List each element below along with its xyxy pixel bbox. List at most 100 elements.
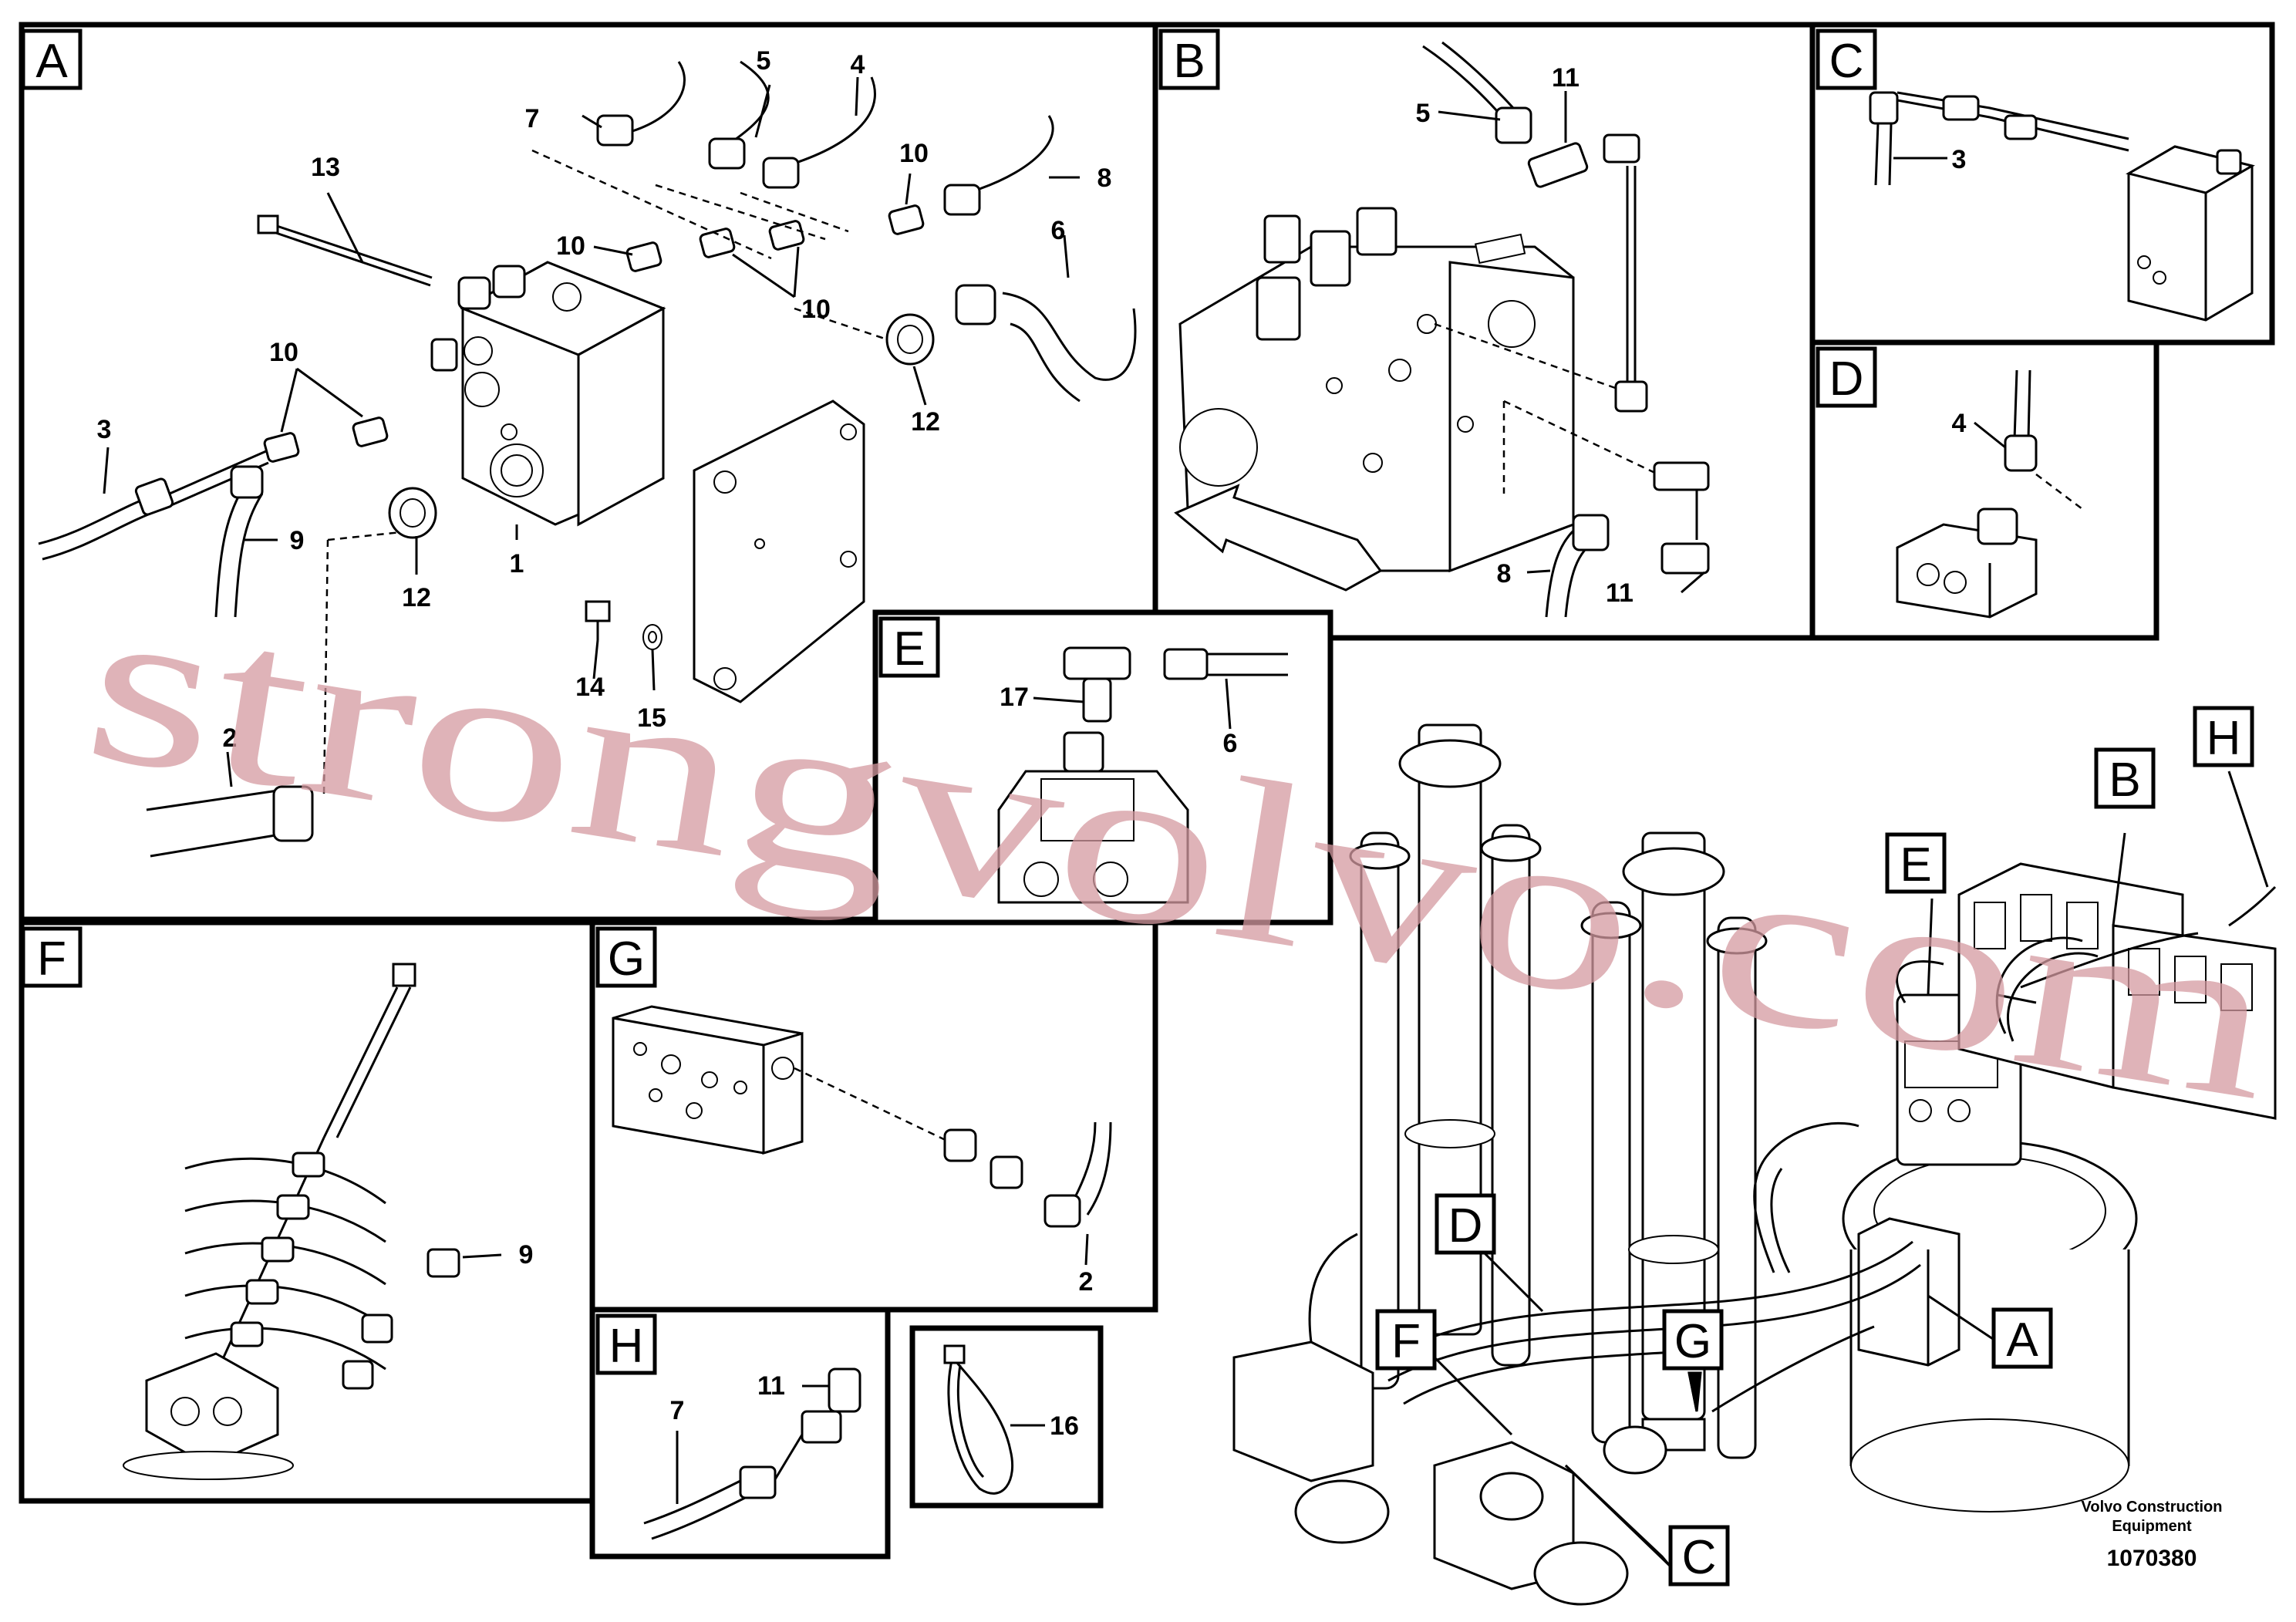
- long-bolt-part-13: [257, 214, 433, 287]
- callout-11: 11: [1552, 63, 1580, 93]
- tee-fitting-part-11: [1653, 461, 1710, 575]
- svg-text:B: B: [1173, 35, 1205, 88]
- panel-b-drawing: [1174, 41, 1710, 618]
- direction-arrow: [1174, 484, 1383, 592]
- callout-6: 6: [1051, 216, 1066, 245]
- callout-16: 16: [1050, 1411, 1079, 1441]
- callout-10: 10: [899, 139, 929, 168]
- callout-15: 15: [637, 703, 666, 733]
- valve-block-part-1: [430, 261, 666, 527]
- callout-10: 10: [556, 231, 585, 261]
- callout-2: 2: [1079, 1267, 1094, 1297]
- hose-part-8: [1545, 514, 1610, 618]
- hose-part-2: [146, 785, 314, 858]
- overview-label-f: F: [1375, 1309, 1437, 1371]
- undercarriage: [1232, 1340, 1667, 1606]
- panel-e-drawing: [997, 646, 1288, 904]
- panel-c-drawing: [1869, 91, 2255, 322]
- control-valve-body: [1178, 207, 1575, 573]
- callout-8: 8: [1097, 164, 1112, 193]
- callout-12: 12: [911, 407, 940, 437]
- screw-part-14: [585, 600, 611, 640]
- svg-text:H: H: [609, 1320, 644, 1373]
- svg-text:C: C: [1682, 1531, 1717, 1584]
- panel-c-label: C: [1816, 29, 1877, 90]
- hose-part-7: [596, 61, 686, 147]
- svg-text:G: G: [608, 932, 645, 986]
- svg-text:A: A: [2006, 1313, 2038, 1367]
- panel-f-label: F: [21, 926, 83, 988]
- panel-g-label: G: [595, 926, 657, 988]
- tee-fitting-part-11: [801, 1367, 861, 1444]
- hose-part-5: [708, 60, 770, 170]
- mounting-plate: [693, 400, 865, 703]
- hose-part-9: [214, 465, 264, 618]
- hose-part-3: [1869, 91, 2129, 186]
- overview-machine-drawing: [1232, 723, 2277, 1606]
- callout-12: 12: [402, 583, 431, 612]
- hose-part-6: [955, 284, 1137, 403]
- hose-part-7: [643, 1434, 804, 1540]
- callout-5: 5: [1416, 99, 1431, 128]
- drawing-number: 1070380: [2107, 1546, 2197, 1571]
- document-caption: Volvo Construction Equipment 1070380: [2082, 1499, 2223, 1571]
- hose-part-4: [762, 76, 876, 189]
- panel-d-label: D: [1816, 346, 1877, 408]
- svg-text:H: H: [2207, 712, 2241, 765]
- callout-11: 11: [1606, 578, 1633, 608]
- svg-text:E: E: [1900, 838, 1931, 892]
- callout-3: 3: [97, 415, 112, 444]
- callout-5: 5: [757, 46, 771, 76]
- panel-g-drawing: [612, 1005, 1112, 1266]
- overview-label-g: G: [1662, 1309, 1724, 1371]
- panel-h-drawing: [643, 1367, 861, 1540]
- overview-label-b: B: [2094, 747, 2156, 809]
- svg-text:F: F: [37, 932, 66, 986]
- hose-part-8: [943, 115, 1054, 216]
- callout-6: 6: [1223, 729, 1238, 758]
- callout-3: 3: [1952, 145, 1967, 174]
- svg-text:B: B: [2109, 754, 2140, 807]
- adapter-part-12: [388, 313, 935, 539]
- panel-a-drawing: [38, 60, 1137, 858]
- caption-line-1: Volvo Construction: [2082, 1499, 2223, 1516]
- connector-block: [1896, 508, 2038, 619]
- cable-tie-part-16: [943, 1344, 1045, 1495]
- boom-cylinders: [1349, 723, 1768, 1459]
- svg-text:C: C: [1829, 35, 1864, 88]
- svg-text:F: F: [1391, 1315, 1421, 1368]
- overview-label-h: H: [2193, 706, 2254, 767]
- callout-10: 10: [269, 338, 298, 367]
- svg-text:G: G: [1674, 1315, 1711, 1368]
- callout-9: 9: [290, 526, 305, 555]
- overview-block-a: [1857, 1217, 1961, 1367]
- block-valve: [2126, 145, 2255, 322]
- panel-h-label: H: [595, 1313, 657, 1375]
- callout-4: 4: [851, 50, 865, 79]
- manifold-block: [612, 1005, 804, 1155]
- svg-text:D: D: [1448, 1199, 1483, 1253]
- callout-4: 4: [1952, 409, 1967, 438]
- callout-13: 13: [311, 153, 340, 182]
- hose-part-2: [1043, 1121, 1112, 1228]
- hose-part-3: [38, 450, 269, 561]
- callout-2: 2: [223, 723, 238, 753]
- callout-1: 1: [510, 549, 524, 578]
- tee-fitting-part-17: [1063, 646, 1131, 723]
- overview-label-d: D: [1435, 1193, 1496, 1255]
- callout-8: 8: [1497, 559, 1512, 588]
- panel-b-label: B: [1158, 29, 1220, 90]
- callout-9: 9: [519, 1240, 534, 1270]
- callout-7: 7: [525, 104, 540, 133]
- caption-line-2: Equipment: [2112, 1518, 2192, 1535]
- control-valve-cluster: [1957, 862, 2277, 1120]
- tee-fitting-part-11: [1527, 133, 1648, 413]
- callout-7: 7: [670, 1396, 685, 1425]
- callout-10: 10: [801, 295, 831, 324]
- hose-part-4: [2004, 369, 2038, 472]
- washer-part-15: [642, 624, 663, 650]
- panel-d-drawing: [1896, 369, 2083, 619]
- svg-text:D: D: [1829, 352, 1864, 406]
- svg-text:E: E: [893, 622, 925, 676]
